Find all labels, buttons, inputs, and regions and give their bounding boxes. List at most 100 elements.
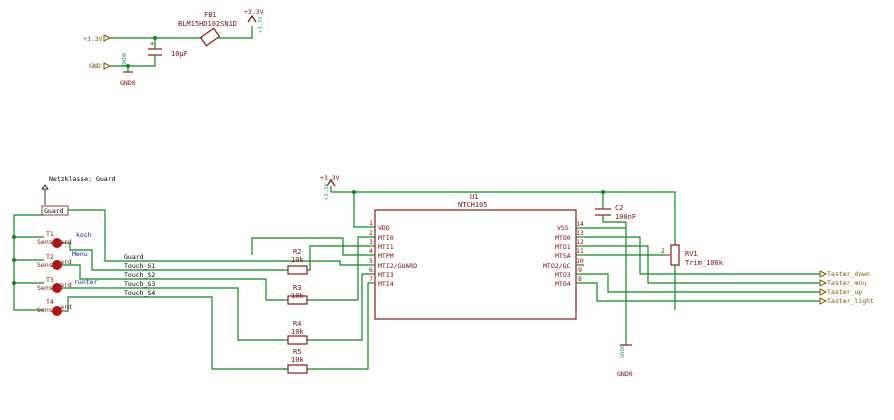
netclass-flag [41,184,49,190]
port-taster-light: Taster_light [827,297,874,305]
gnd-port-label: GND [89,62,101,70]
vcc-arrow [326,178,336,187]
pad-circle [52,306,62,316]
pad-suffix: ard [60,281,72,289]
gnd-small-label: GND0 [122,53,128,66]
junction [352,190,356,194]
pin-num: 9 [578,266,582,274]
vin-port-label: +3.3V [83,35,103,43]
pin-num: 6 [369,266,373,274]
pin-num: 1 [369,219,373,227]
pin-name: VSS [557,224,569,232]
port-taster-down: Taster_down [827,270,870,278]
vout-label: +3.3V [244,8,264,16]
pad-name: Sensor [37,238,61,246]
c2-ref: C2 [615,204,623,212]
resistor-r4: R4 10k [283,320,308,345]
r4-ref: R4 [293,320,301,328]
r5-value: 10k [291,356,304,364]
wire-r4-ic [307,273,368,341]
pin-num: 11 [576,247,584,255]
fb1-value: BLM15HD102SN1D [178,20,237,28]
port-arrow [819,270,828,278]
net-label-guard: Guard [124,253,144,261]
wire-touch-s1 [62,242,283,271]
pad-name: Sensor [37,261,61,269]
pad-ref: T1 [46,230,54,238]
net-wires: Guard Touch_S1 Touch_S2 Touch_S3 Touch_S… [62,190,676,370]
wire-out-light [584,282,820,302]
guard-box-label: Guard [44,207,64,215]
port-taster-up: Taster_up [827,288,862,296]
pin-name: MTSA [555,252,571,260]
pad-suffix: ard [60,238,72,246]
r2-value: 10k [291,256,304,264]
wire-r5-ic [307,283,369,370]
pad-circle [52,283,62,293]
ic-left-pins: 1 VDD 2 MTI0 3 MTI1 4 MTPM 5 MTI2/GUARD … [368,219,417,288]
wire-out-up [584,273,820,293]
rv1-ref: RV1 [685,250,698,258]
cap-plus: + [150,40,154,48]
rv1-value: Trim_100k [685,259,724,267]
pin-num: 3 [369,238,373,246]
pin-name: MTPM [378,252,394,260]
wire-out-mnu [584,245,820,284]
pad-t1: T1 Sensor ard koch [37,230,92,248]
pad-label: koch [76,231,92,239]
right-side: C2 100nF GND0 GND0 RV1 Trim_100k 2 Taste… [584,192,874,378]
port-arrow [819,279,828,287]
pad-ref: T4 [46,298,54,306]
wire-gnd [110,55,156,67]
wire [602,215,626,223]
pad-label: Menu [72,250,88,258]
pad-ref: T3 [46,276,54,284]
wire-out-down [584,236,820,275]
pin-name: MTO3 [555,271,571,279]
pad-t3: T3 Sensor ard runter [37,276,98,293]
r5-ref: R5 [293,348,301,356]
gnd-right-label: GND0 [617,370,633,378]
pin-num: 7 [369,275,373,283]
pin-num: 10 [576,257,584,265]
vcc-small-label: +3.3V [324,183,330,200]
netclass-label: Netzklasse: Guard [49,175,116,183]
vcc-label: +3.3V [320,174,340,182]
gnd-symbol-label: GND0 [120,79,136,87]
net-label-touch-s4: Touch_S4 [124,289,155,297]
pin-num: 12 [576,238,584,246]
wire-left-bus [13,214,44,311]
wire-touch-s3 [62,287,283,341]
r4-value: 10k [291,328,304,336]
resistor-r3: R3 10k [283,284,308,305]
r3-ref: R3 [293,284,301,292]
pin-name: MTI0 [378,234,394,242]
pin-num: 5 [369,257,373,265]
vout-power-arrow [247,14,257,23]
port-arrow [819,297,828,305]
pin-name: MTO0 [555,234,571,242]
pin-num: 8 [578,275,582,283]
pin-name: MTI1 [378,243,394,251]
pin-num: 14 [576,220,584,228]
wire-fb-out [218,26,253,39]
pad-circle [52,260,62,270]
ic-ref: U1 [470,193,478,201]
ic-u1: U1 NTCH105 1 VDD 2 MTI0 3 MTI1 4 MTPM 5 … [368,193,584,320]
pad-suffix: ard [60,303,72,311]
vcc-symbol: +3.3V +3.3V [320,174,340,200]
ferrite-bead-fb1 [199,27,221,47]
touch-pads: Netzklasse: Guard Guard T1 Sensor ard ko… [12,175,116,316]
cap-value: 10µF [171,50,188,58]
net-label-touch-s3: Touch_S3 [124,280,155,288]
fb1-ref: FB1 [204,11,217,19]
pad-t4: T4 Sensor ard [37,298,72,316]
ic-value: NTCH105 [458,201,488,209]
pin-num: 2 [369,229,373,237]
pin-name: MTO2/GC [543,262,570,270]
wire-r2-ic [307,245,368,271]
resistor-r2: R2 10k [283,248,308,275]
pad-label: runter [74,278,98,286]
power-filter-block: +3.3V FB1 BLM15HD102SN1D +3.3V +3.3V + 1… [83,8,264,87]
